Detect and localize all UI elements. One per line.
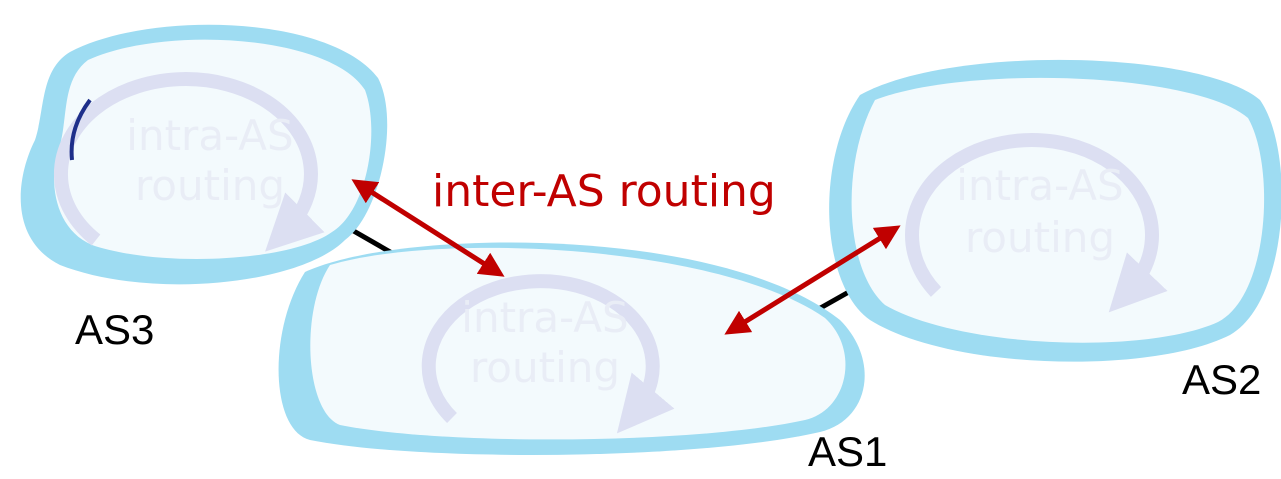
as3-cloud: intra-AS routing <box>20 24 388 285</box>
as1-intra-label-2: routing <box>470 343 620 392</box>
as2-intra-label-1: intra-AS <box>956 161 1123 210</box>
as2-intra-arrow <box>905 133 1168 313</box>
as3-label: AS3 <box>75 306 154 353</box>
as2-intra-label-2: routing <box>965 213 1115 262</box>
as3-intra-label-1: intra-AS <box>126 111 293 160</box>
inter-as-routing-label: inter-AS routing <box>432 166 776 217</box>
as1-label: AS1 <box>808 428 887 475</box>
as3-intra-label-2: routing <box>135 161 285 210</box>
as3-router-edge <box>69 98 92 161</box>
inter-as-arrow-as1-as2 <box>724 225 901 335</box>
as1-intra-label-1: intra-AS <box>461 293 628 342</box>
as1-cloud: intra-AS routing <box>278 242 865 455</box>
inter-as-arrow-as3-as1 <box>351 179 505 277</box>
as2-label: AS2 <box>1182 356 1261 403</box>
as3-intra-arrow <box>54 72 325 252</box>
as1-intra-arrow <box>421 274 675 434</box>
as2-cloud: intra-AS routing <box>829 59 1281 362</box>
